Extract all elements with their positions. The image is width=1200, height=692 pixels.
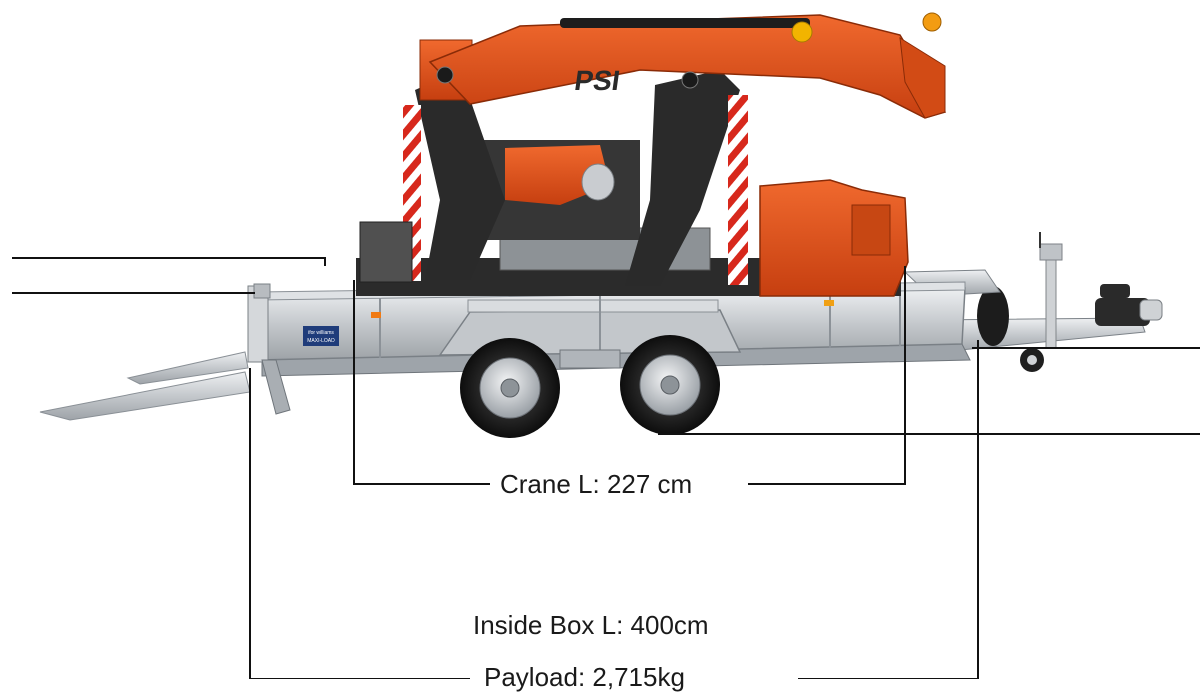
jockey-wheel: [1020, 232, 1063, 372]
crane-toolbox: [359, 221, 413, 283]
rear-prop-stand: [261, 359, 291, 415]
brand-plate: ifor williams MAXI-LOAD: [303, 326, 339, 346]
brand-plate-line2: MAXI-LOAD: [307, 338, 335, 344]
warning-beacon: [791, 21, 813, 43]
crane-boom-tip: [899, 37, 946, 119]
brand-plate-line1: ifor williams: [308, 330, 334, 336]
inside-box-bracket-left: [249, 368, 470, 679]
loading-ramp-upper: [126, 351, 249, 385]
trailer-wheel-front: [620, 335, 720, 435]
counterweight-grille: [851, 204, 891, 256]
inside-box-bracket-right: [798, 340, 979, 679]
spare-tyre: [977, 286, 1009, 346]
axle-bracket: [559, 349, 621, 369]
mudguard-tread-plate: [467, 299, 719, 313]
crane-length-bracket-left: [353, 280, 490, 485]
dimension-lines: [12, 257, 1200, 679]
spider-crane: PSI: [356, 12, 947, 297]
outrigger-frame-left: [415, 70, 505, 280]
panel-stakes: [379, 289, 901, 358]
hazard-strip-right: [728, 95, 748, 285]
side-marker-light: [371, 312, 381, 318]
rear-light-post: [253, 283, 271, 299]
side-marker-light: [824, 300, 834, 306]
crane-length-bracket-right: [748, 266, 906, 485]
pivot-pin: [436, 66, 454, 84]
trailer: ifor williams MAXI-LOAD: [39, 232, 1163, 438]
engine-filter: [581, 163, 615, 201]
crane-length-label: Crane L: 227 cm: [500, 469, 693, 499]
tow-hitch: [1095, 284, 1163, 326]
outrigger-frame-right: [625, 70, 740, 286]
inside-box-length-label: Inside Box L: 400cm: [473, 610, 709, 640]
trailer-wheel-rear: [460, 338, 560, 438]
payload-label: Payload: 2,715kg: [484, 662, 685, 692]
hydraulic-ram: [560, 18, 810, 28]
pivot-pin: [681, 71, 699, 89]
crane-badge: PSI: [573, 65, 622, 96]
top-height-leader: [12, 257, 326, 266]
beacon-top: [922, 12, 942, 32]
